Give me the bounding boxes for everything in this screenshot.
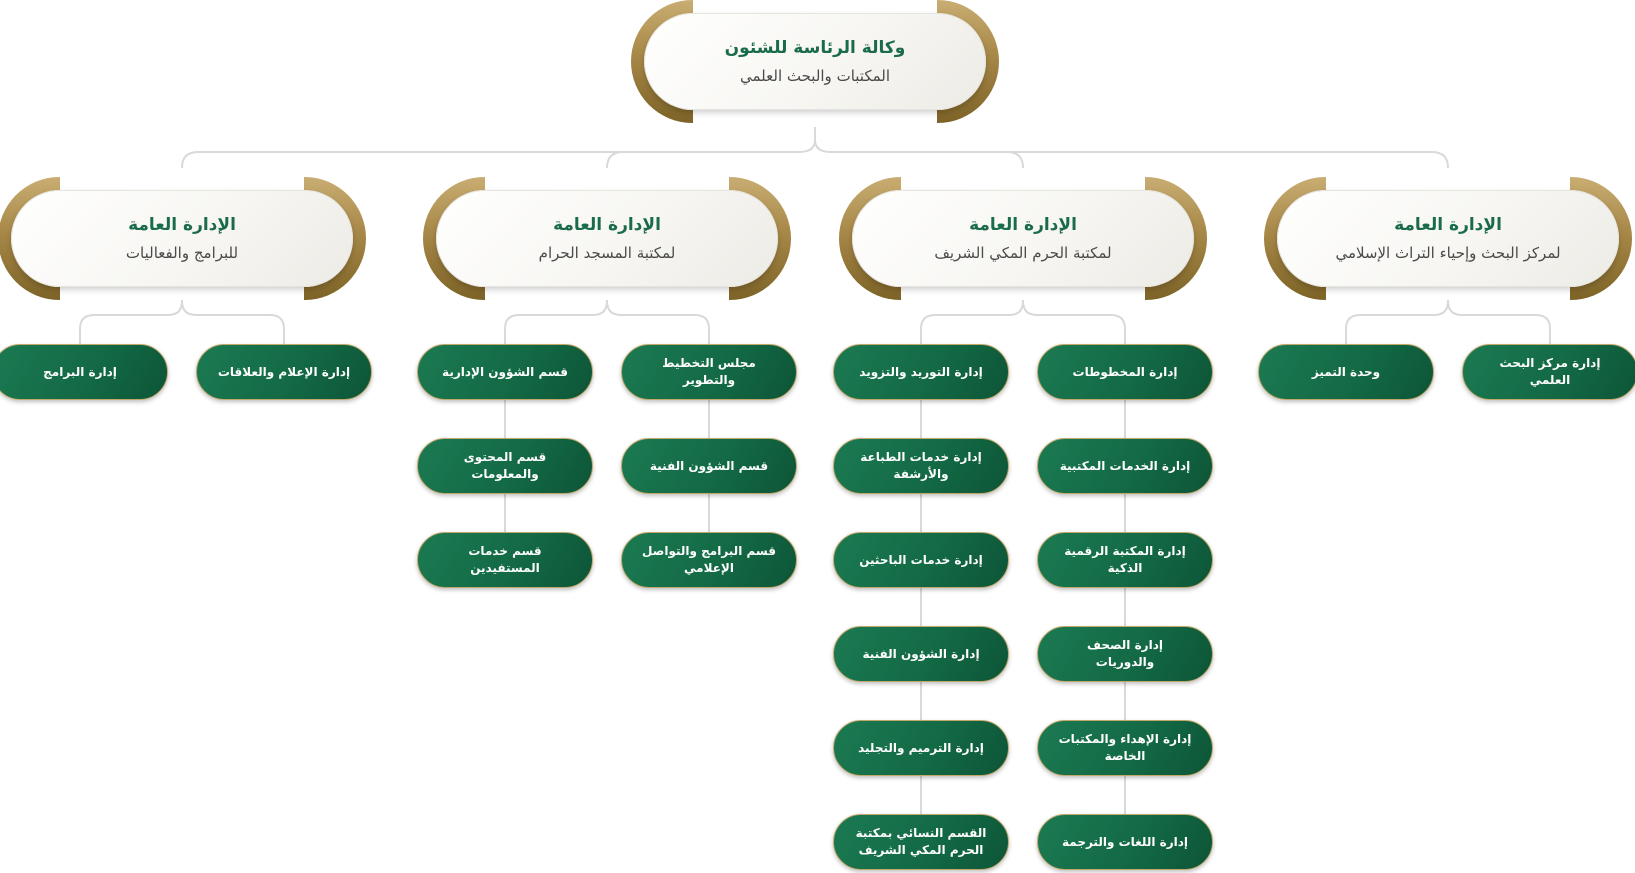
general-directorate-label: الإدارة العامة لمركز البحث وإحياء التراث… (1277, 190, 1619, 287)
department-pill: إدارة البرامج (0, 344, 168, 400)
general-directorate-subtitle: للبرامج والفعاليات (125, 243, 239, 262)
general-directorate-subtitle: لمكتبة المسجد الحرام (538, 243, 676, 262)
top-node-subtitle: المكتبات والبحث العلمي (740, 66, 891, 85)
general-directorate-masjid-haram-library: الإدارة العامة لمكتبة المسجد الحرام (423, 177, 791, 300)
general-directorate-subtitle: لمركز البحث وإحياء التراث الإسلامي (1335, 243, 1561, 262)
department-pill: قسم الشؤون الفنية (621, 438, 797, 494)
department-pill: قسم البرامج والتواصل الإعلامي (621, 532, 797, 588)
department-pill: إدارة خدمات الطباعة والأرشفة (833, 438, 1009, 494)
department-pill: إدارة الشؤون الفنية (833, 626, 1009, 682)
department-pill: إدارة خدمات الباحثين (833, 532, 1009, 588)
general-directorate-label: الإدارة العامة لمكتبة المسجد الحرام (436, 190, 778, 287)
department-pill: إدارة المخطوطات (1037, 344, 1213, 400)
general-directorate-research-center: الإدارة العامة لمركز البحث وإحياء التراث… (1264, 177, 1632, 300)
general-directorate-subtitle: لمكتبة الحرم المكي الشريف (934, 243, 1112, 262)
top-node-label: وكالة الرئاسة للشئون المكتبات والبحث الع… (644, 13, 986, 110)
department-pill: إدارة مركز البحث العلمي (1462, 344, 1635, 400)
department-pill: إدارة التوريد والتزويد (833, 344, 1009, 400)
top-bus-left (181, 127, 816, 169)
branch-right-0 (1447, 300, 1551, 344)
general-directorate-label: الإدارة العامة للبرامج والفعاليات (11, 190, 353, 287)
department-pill: مجلس التخطيط والتطوير (621, 344, 797, 400)
branch-left-2 (504, 300, 608, 344)
department-pill: وحدة التميز (1258, 344, 1434, 400)
general-directorate-haram-makki-library: الإدارة العامة لمكتبة الحرم المكي الشريف (839, 177, 1207, 300)
branch-left-3 (79, 300, 183, 344)
department-pill: إدارة الإهداء والمكتبات الخاصة (1037, 720, 1213, 776)
department-pill: قسم خدمات المستفيدين (417, 532, 593, 588)
department-pill: قسم الشؤون الإدارية (417, 344, 593, 400)
general-directorate-title: الإدارة العامة (553, 214, 661, 235)
department-pill: إدارة الصحف والدوريات (1037, 626, 1213, 682)
branch-right-2 (606, 300, 710, 344)
general-directorate-title: الإدارة العامة (1394, 214, 1502, 235)
department-pill: إدارة الخدمات المكتبية (1037, 438, 1213, 494)
department-pill: قسم المحتوى والمعلومات (417, 438, 593, 494)
department-pill: إدارة الإعلام والعلاقات (196, 344, 372, 400)
branch-right-1 (1022, 300, 1126, 344)
department-pill: القسم النسائي بمكتبة الحرم المكي الشريف (833, 814, 1009, 870)
top-bus-drop-1 (606, 151, 624, 169)
branch-right-3 (181, 300, 285, 344)
department-pill: إدارة اللغات والترجمة (1037, 814, 1213, 870)
top-node-title: وكالة الرئاسة للشئون (724, 37, 906, 58)
general-directorate-programs-events: الإدارة العامة للبرامج والفعاليات (0, 177, 366, 300)
branch-left-1 (920, 300, 1024, 344)
general-directorate-title: الإدارة العامة (969, 214, 1077, 235)
general-directorate-title: الإدارة العامة (128, 214, 236, 235)
department-pill: إدارة المكتبة الرقمية الذكية (1037, 532, 1213, 588)
top-bus-right (814, 139, 1449, 169)
general-directorate-label: الإدارة العامة لمكتبة الحرم المكي الشريف (852, 190, 1194, 287)
department-pill: إدارة الترميم والتجليد (833, 720, 1009, 776)
branch-left-0 (1345, 300, 1449, 344)
top-node-agency: وكالة الرئاسة للشئون المكتبات والبحث الع… (631, 0, 999, 123)
top-bus-drop-0 (1006, 151, 1024, 169)
